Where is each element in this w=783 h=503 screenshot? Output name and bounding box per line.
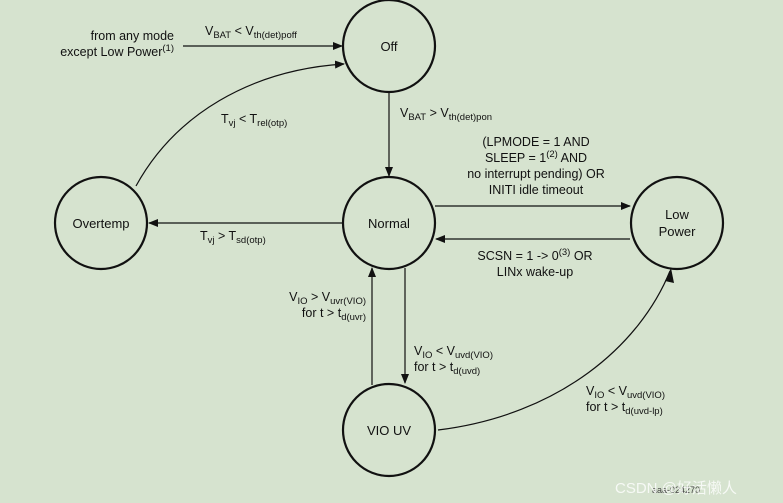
lowpower-to-normal-condition: SCSN = 1 -> 0(3) OR LINx wake-up <box>477 247 593 279</box>
any-to-off-line1: from any mode <box>90 29 174 43</box>
figure-code: aaa-024270 <box>652 485 701 495</box>
lowpower-to-viouv-arrowhead <box>665 268 674 283</box>
off-to-normal-condition: VBAT > Vth(det)pon <box>400 106 493 123</box>
normal-state-circle <box>341 175 437 271</box>
overtemp-to-off-condition: Tvj < Trel(otp) <box>221 112 288 129</box>
normal-to-overtemp-condition: Tvj > Tsd(otp) <box>200 229 266 246</box>
footnote-1: (1) <box>162 43 174 54</box>
any-to-off-source-label: from any mode except Low Power(1) <box>20 28 174 60</box>
low-power-label-line2: Power <box>658 224 696 239</box>
overtemp-state-label: Overtemp <box>72 216 130 231</box>
footnote-2: (2) <box>546 149 558 160</box>
low-power-state-label: Low Power <box>637 206 717 240</box>
lowpower-to-viouv-arrow <box>437 270 671 431</box>
vio-uv-state-circle <box>341 382 437 478</box>
normal-to-lowpower-condition: (LPMODE = 1 AND SLEEP = 1(2) AND no inte… <box>467 135 605 197</box>
any-to-off-condition: VBAT < Vth(det)poff <box>205 24 297 41</box>
low-power-label-line1: Low <box>665 207 689 222</box>
low-power-state-circle <box>629 175 725 271</box>
off-state-circle <box>341 0 437 94</box>
lowpower-to-viouv-condition: VIO < Vuvd(VIO) for t > td(uvd-lp) <box>586 384 665 417</box>
off-state-label: Off <box>380 39 398 54</box>
normal-to-viouv-condition: VIO < Vuvd(VIO) for t > td(uvd) <box>414 344 493 377</box>
normal-state-label: Normal <box>368 216 410 231</box>
viouv-to-normal-condition: VIO > Vuvr(VIO) for t > td(uvr) <box>289 290 366 323</box>
overtemp-to-off-arrow <box>135 60 345 187</box>
overtemp-state-circle <box>53 175 149 271</box>
watermark: CSDN @好活懒人 <box>615 480 737 497</box>
vio-uv-state-label: VIO UV <box>366 423 412 438</box>
footnote-3: (3) <box>558 247 571 258</box>
any-to-off-line2: except Low Power(1) <box>60 43 174 59</box>
